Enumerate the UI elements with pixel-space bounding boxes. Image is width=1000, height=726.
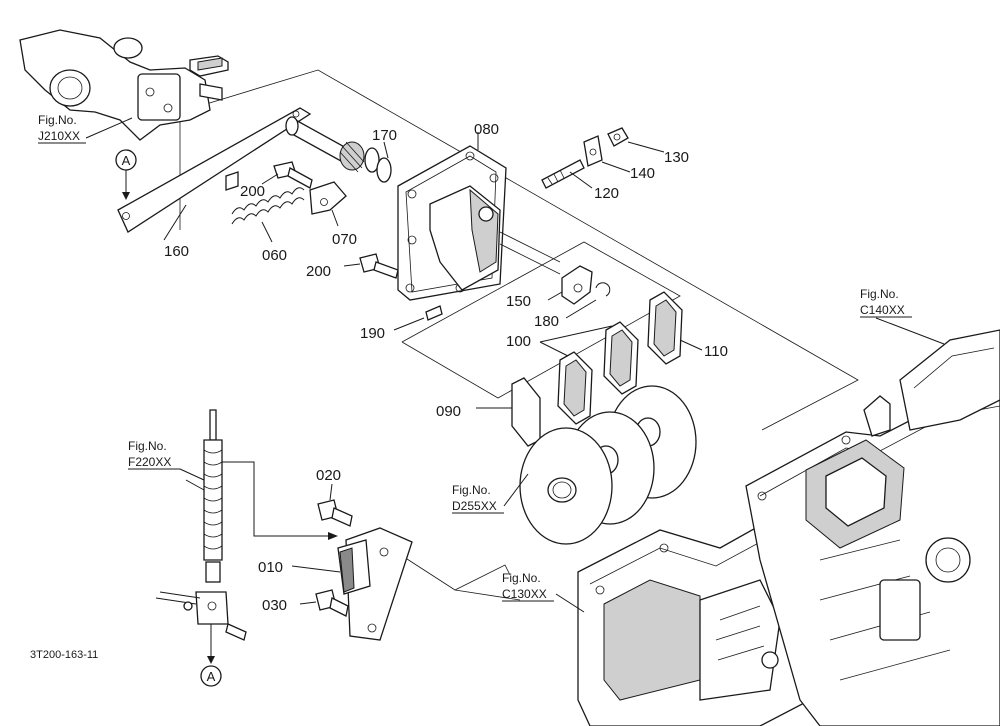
label-060: 060 [262, 247, 287, 264]
fig-f220-code: F220XX [128, 455, 171, 469]
label-010: 010 [258, 559, 283, 576]
label-160: 160 [164, 243, 189, 260]
figure-ref-j210: Fig.No. J210XX [38, 113, 86, 144]
connector-a-bottom-label: A [207, 669, 216, 684]
bolt-030 [299, 589, 349, 617]
label-200-lower: 200 [306, 263, 331, 280]
piston-plate-010 [291, 527, 413, 641]
figure-ref-f220: Fig.No. F220XX [128, 439, 205, 481]
fig-c140-code: C140XX [860, 303, 905, 317]
fig-f220-title: Fig.No. [128, 439, 167, 453]
label-200-upper: 200 [240, 183, 265, 200]
bolts-200 [261, 161, 399, 279]
connector-marker-a-top: A [115, 149, 137, 200]
label-090: 090 [436, 403, 461, 420]
fig-d255-code: D255XX [452, 499, 497, 513]
label-190: 190 [360, 325, 385, 342]
fig-j210-code: J210XX [38, 129, 80, 143]
shift-rod-160 [117, 107, 365, 241]
friction-pad-110 [647, 291, 703, 365]
friction-pads-100 [539, 321, 639, 425]
o-rings-170 [364, 141, 392, 183]
label-180: 180 [534, 313, 559, 330]
fig-d255-title: Fig.No. [452, 483, 491, 497]
fig-c140-title: Fig.No. [860, 287, 899, 301]
figure-ref-leaders [85, 117, 945, 613]
clip-180 [565, 282, 611, 319]
bolt-020 [317, 483, 353, 527]
brake-discs [519, 385, 697, 545]
figure-ref-c140: Fig.No. C140XX [860, 287, 912, 318]
pin-190 [393, 305, 443, 331]
label-120: 120 [594, 185, 619, 202]
rear-housing-reference [745, 329, 1000, 726]
drawing-code: 3T200-163-11 [30, 649, 98, 661]
steel-plate-090 [476, 377, 541, 447]
figure-ref-d255: Fig.No. D255XX [452, 483, 504, 514]
fig-c130-code: C130XX [502, 587, 547, 601]
label-130: 130 [664, 149, 689, 166]
label-110: 110 [704, 343, 728, 360]
figure-ref-c130: Fig.No. C130XX [502, 571, 554, 602]
linkage-flow-line [222, 461, 338, 540]
label-150: 150 [506, 293, 531, 310]
label-170: 170 [372, 127, 397, 144]
label-080: 080 [474, 121, 499, 138]
label-070: 070 [332, 231, 357, 248]
label-140: 140 [630, 165, 655, 182]
spring-060 [231, 187, 305, 243]
connector-a-top-label: A [122, 153, 131, 168]
bracket-070 [309, 181, 347, 227]
fig-c130-title: Fig.No. [502, 571, 541, 585]
nut-130 [607, 127, 665, 153]
label-030: 030 [262, 597, 287, 614]
cover-plate-080 [397, 132, 561, 301]
part-number-labels: 080 170 130 140 120 200 070 160 060 200 … [164, 121, 728, 614]
stud-120 [541, 159, 593, 189]
cam-150 [547, 265, 593, 305]
label-020: 020 [316, 467, 341, 484]
upper-housing-reference [19, 29, 229, 141]
washer-plate-140 [583, 135, 631, 173]
connector-marker-a-bottom: A [200, 665, 222, 687]
fig-j210-title: Fig.No. [38, 113, 77, 127]
label-100: 100 [506, 333, 531, 350]
lower-linkage-reference [155, 409, 247, 664]
